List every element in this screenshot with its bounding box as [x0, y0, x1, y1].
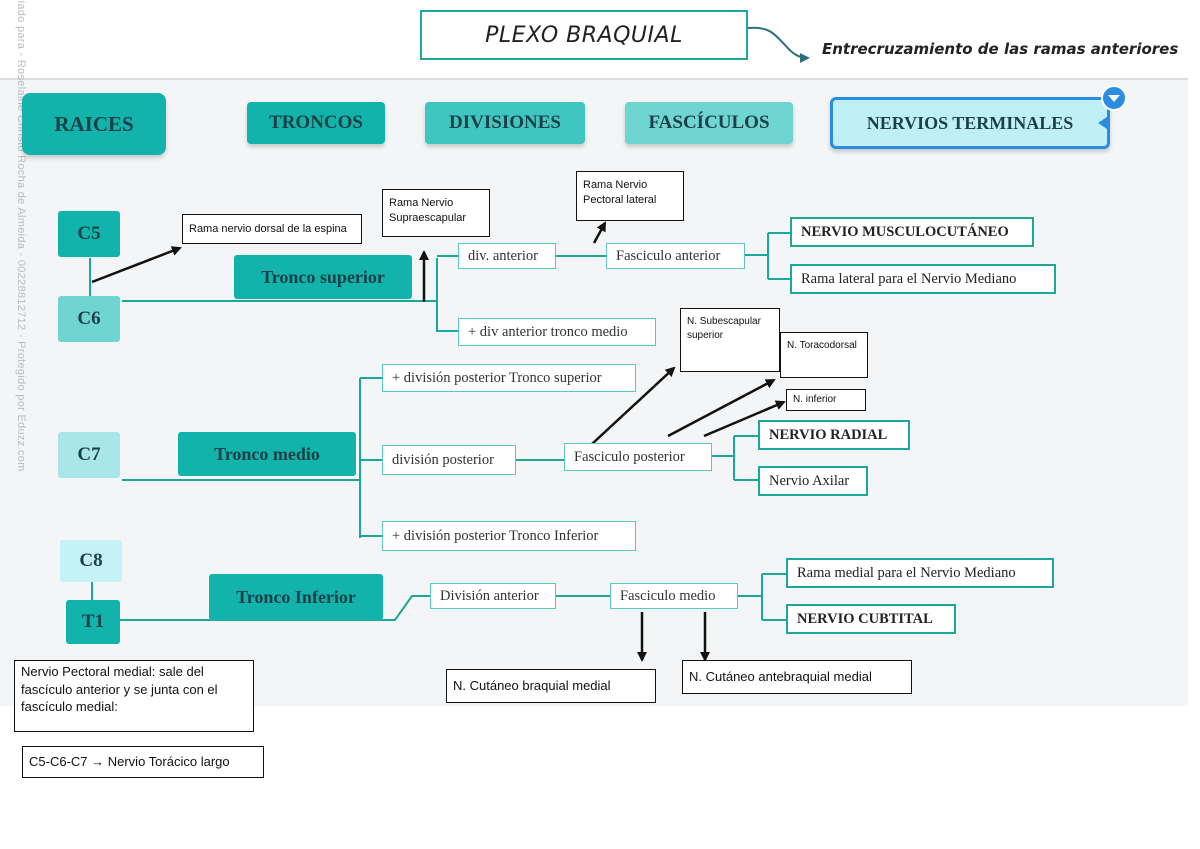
division-med-posterior: división posterior [382, 445, 516, 475]
division-med-plus-sup: + división posterior Tronco superior [382, 364, 636, 392]
root-c8: C8 [60, 540, 122, 582]
terminal-cubital: NERVIO CUBTITAL [786, 604, 956, 634]
header-divisiones: DIVISIONES [425, 102, 585, 144]
division-sup-plus-medio: + div anterior tronco medio [458, 318, 656, 346]
terminal-rama-medial: Rama medial para el Nervio Mediano [786, 558, 1054, 588]
header-raices: RAICES [22, 93, 166, 155]
branch-dorsal-espina: Rama nervio dorsal de la espina [182, 214, 362, 244]
header-troncos: TRONCOS [247, 102, 385, 144]
trunk-medio: Tronco medio [178, 432, 356, 476]
branch-pectoral-lateral: Rama Nervio Pectoral lateral [576, 171, 684, 221]
chevron-down-icon [1108, 95, 1120, 102]
fascicle-posterior: Fasciculo posterior [564, 443, 712, 471]
trunk-superior: Tronco superior [234, 255, 412, 299]
division-med-plus-inf: + división posterior Tronco Inferior [382, 521, 636, 551]
division-sup-anterior: div. anterior [458, 243, 556, 269]
selection-handle[interactable] [1101, 85, 1127, 111]
fascicle-anterior: Fasciculo anterior [606, 243, 745, 269]
header-nervios-terminales: NERVIOS TERMINALES [830, 97, 1110, 149]
root-t1: T1 [66, 600, 120, 644]
root-c6: C6 [58, 296, 120, 342]
branch-cutaneo-braquial: N. Cutáneo braquial medial [446, 669, 656, 703]
note-toracico-largo: C5-C6-C7 → Nervio Torácico largo [22, 746, 264, 778]
division-inf-anterior: División anterior [430, 583, 556, 609]
root-c7: C7 [58, 432, 120, 478]
page-title: PLEXO BRAQUIAL [420, 10, 748, 60]
tree-lines [89, 26, 810, 621]
subtitle-arrow [747, 26, 810, 63]
terminal-musculocutaneo: NERVIO MUSCULOCUTÁNEO [790, 217, 1034, 247]
branch-toracodorsal: N. Toracodorsal [780, 332, 868, 378]
header-fasciculos: FASCÍCULOS [625, 102, 793, 144]
fascicle-medio: Fasciculo medio [610, 583, 738, 609]
branch-subescapular-superior: N. Subescapular superior [680, 308, 780, 372]
branch-n-inferior: N. inferior [786, 389, 866, 411]
divider-line [0, 78, 1188, 80]
caret-left-icon [1098, 117, 1107, 129]
branch-cutaneo-antebraquial: N. Cutáneo antebraquial medial [682, 660, 912, 694]
terminal-axilar: Nervio Axilar [758, 466, 868, 496]
root-c5: C5 [58, 211, 120, 257]
terminal-rama-lateral: Rama lateral para el Nervio Mediano [790, 264, 1056, 294]
branch-arrows [91, 221, 786, 662]
terminal-radial: NERVIO RADIAL [758, 420, 910, 450]
note-pectoral-medial: Nervio Pectoral medial: sale del fascícu… [14, 660, 254, 732]
branch-supraescapular: Rama Nervio Supraescapular [382, 189, 490, 237]
subtitle: Entrecruzamiento de las ramas anteriores [822, 40, 1179, 58]
trunk-inferior: Tronco Inferior [209, 574, 383, 620]
